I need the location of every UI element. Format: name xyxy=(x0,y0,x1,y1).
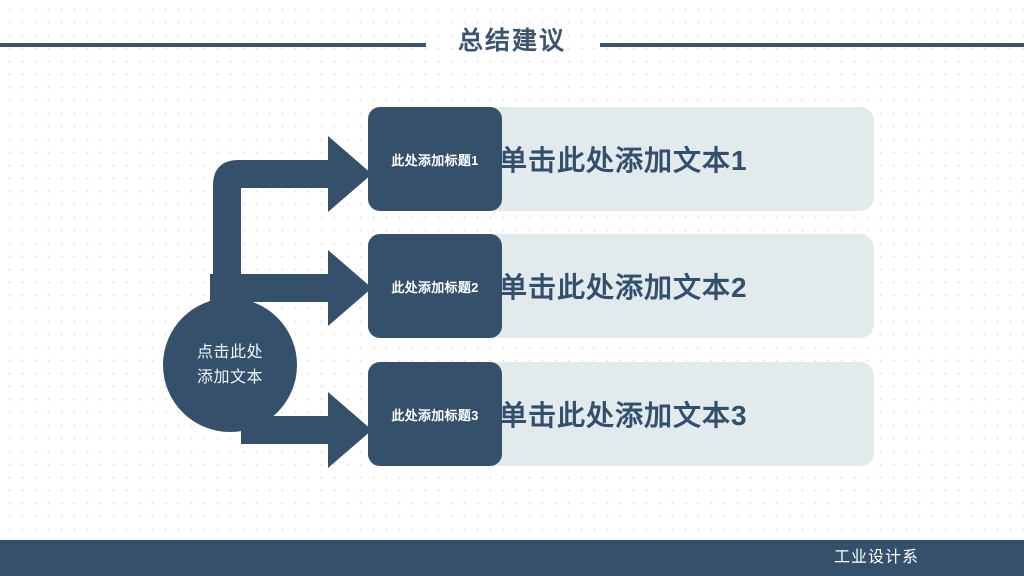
hub-circle[interactable]: 点击此处 添加文本 xyxy=(163,298,297,432)
elbow-up-right-arrow-icon xyxy=(213,136,372,378)
diagram-row-1[interactable]: 单击此处添加文本1 此处添加标题1 xyxy=(368,107,874,211)
right-arrow-icon xyxy=(210,250,372,326)
row-2-body-text: 单击此处添加文本2 xyxy=(499,272,748,303)
row-2-body-panel[interactable]: 单击此处添加文本2 xyxy=(434,234,874,338)
diagram-row-2[interactable]: 单击此处添加文本2 此处添加标题2 xyxy=(368,234,874,338)
slide-header: 总结建议 xyxy=(0,0,1024,78)
row-2-title-chip[interactable]: 此处添加标题2 xyxy=(368,234,502,338)
page-title: 总结建议 xyxy=(457,27,566,55)
footer-bar xyxy=(0,540,1024,576)
row-1-body-text: 单击此处添加文本1 xyxy=(499,145,748,176)
row-3-chip-label: 此处添加标题3 xyxy=(391,407,479,423)
connector-arrows-group xyxy=(210,136,372,468)
title-rule-left xyxy=(0,43,426,47)
diagram-row-3[interactable]: 单击此处添加文本3 此处添加标题3 xyxy=(368,362,874,466)
footer-label: 工业设计系 xyxy=(833,549,919,566)
elbow-down-right-arrow-icon xyxy=(213,198,372,468)
hub-text-line-2: 添加文本 xyxy=(196,369,263,386)
row-1-chip-label: 此处添加标题1 xyxy=(391,152,479,168)
row-2-chip-label: 此处添加标题2 xyxy=(391,279,479,295)
row-3-body-panel[interactable]: 单击此处添加文本3 xyxy=(434,362,874,466)
title-rule-right xyxy=(600,43,1024,47)
row-3-body-text: 单击此处添加文本3 xyxy=(499,400,748,431)
diagram-area: 点击此处 添加文本 单击此处添加文本1 此处添加标题1 单击此处添加文本2 此处… xyxy=(0,78,1024,528)
hub-text-line-1: 点击此处 xyxy=(196,344,263,361)
row-1-body-panel[interactable]: 单击此处添加文本1 xyxy=(434,107,874,211)
row-3-title-chip[interactable]: 此处添加标题3 xyxy=(368,362,502,466)
row-1-title-chip[interactable]: 此处添加标题1 xyxy=(368,107,502,211)
